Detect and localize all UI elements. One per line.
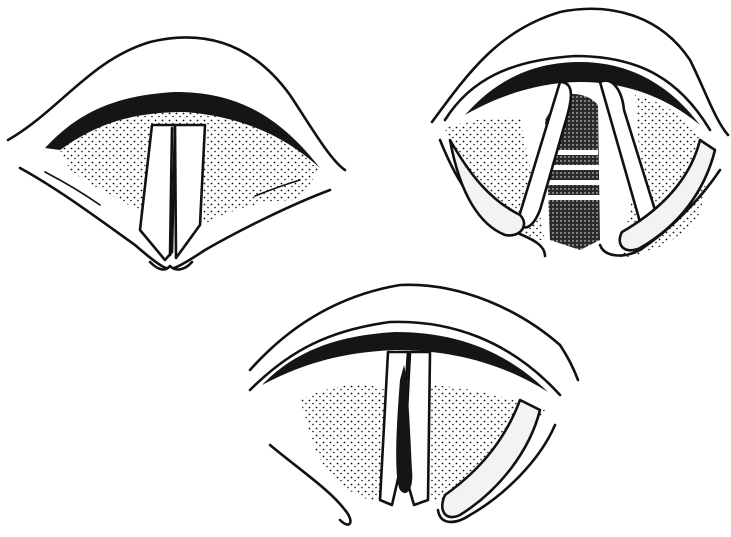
- panel-top-left: [8, 37, 345, 269]
- vocal-cord-right: [175, 125, 205, 258]
- panel-top-right: [432, 9, 728, 258]
- panel-bottom-center: [250, 285, 578, 525]
- stipple-field-left: [300, 385, 385, 501]
